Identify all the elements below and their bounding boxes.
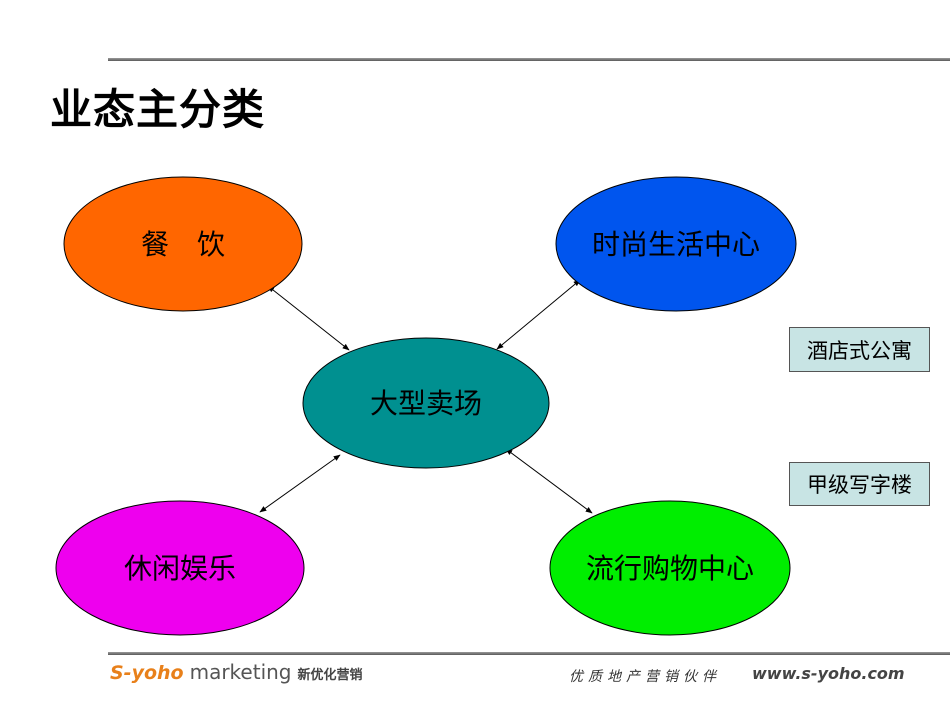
node-shopping-label: 流行购物中心 [586,552,754,585]
node-leisure-ellipse [55,500,305,636]
hotel-apartment-box: 酒店式公寓 [789,327,930,372]
brand-chinese-name: 新优化营销 [297,668,363,683]
node-dining-label: 餐 饮 [141,228,225,261]
node-fashion-label: 时尚生活中心 [592,228,760,261]
connector-leisure [259,454,341,513]
node-leisure-label: 休闲娱乐 [124,552,236,585]
footer-brand: S-yoho marketing 新优化营销 [110,660,363,686]
page-title: 业态主分类 [50,85,266,134]
brand-logo: S-yoho [110,662,184,684]
node-center-label: 大型卖场 [370,387,482,420]
node-shopping-ellipse [549,500,791,636]
node-fashion-ellipse [555,176,797,312]
office-building-box: 甲级写字楼 [789,462,930,506]
node-dining-ellipse [63,176,303,312]
connector-dining [267,285,350,351]
top-divider [108,58,950,61]
connector-fashion [496,279,581,350]
brand-word: marketing [189,660,292,684]
footer-url: www.s-yoho.com [752,664,905,683]
connector-shopping [505,448,593,514]
bottom-divider [108,652,950,655]
footer-slogan: 优质地产营销伙伴 [569,669,721,685]
node-center-ellipse [302,337,550,469]
